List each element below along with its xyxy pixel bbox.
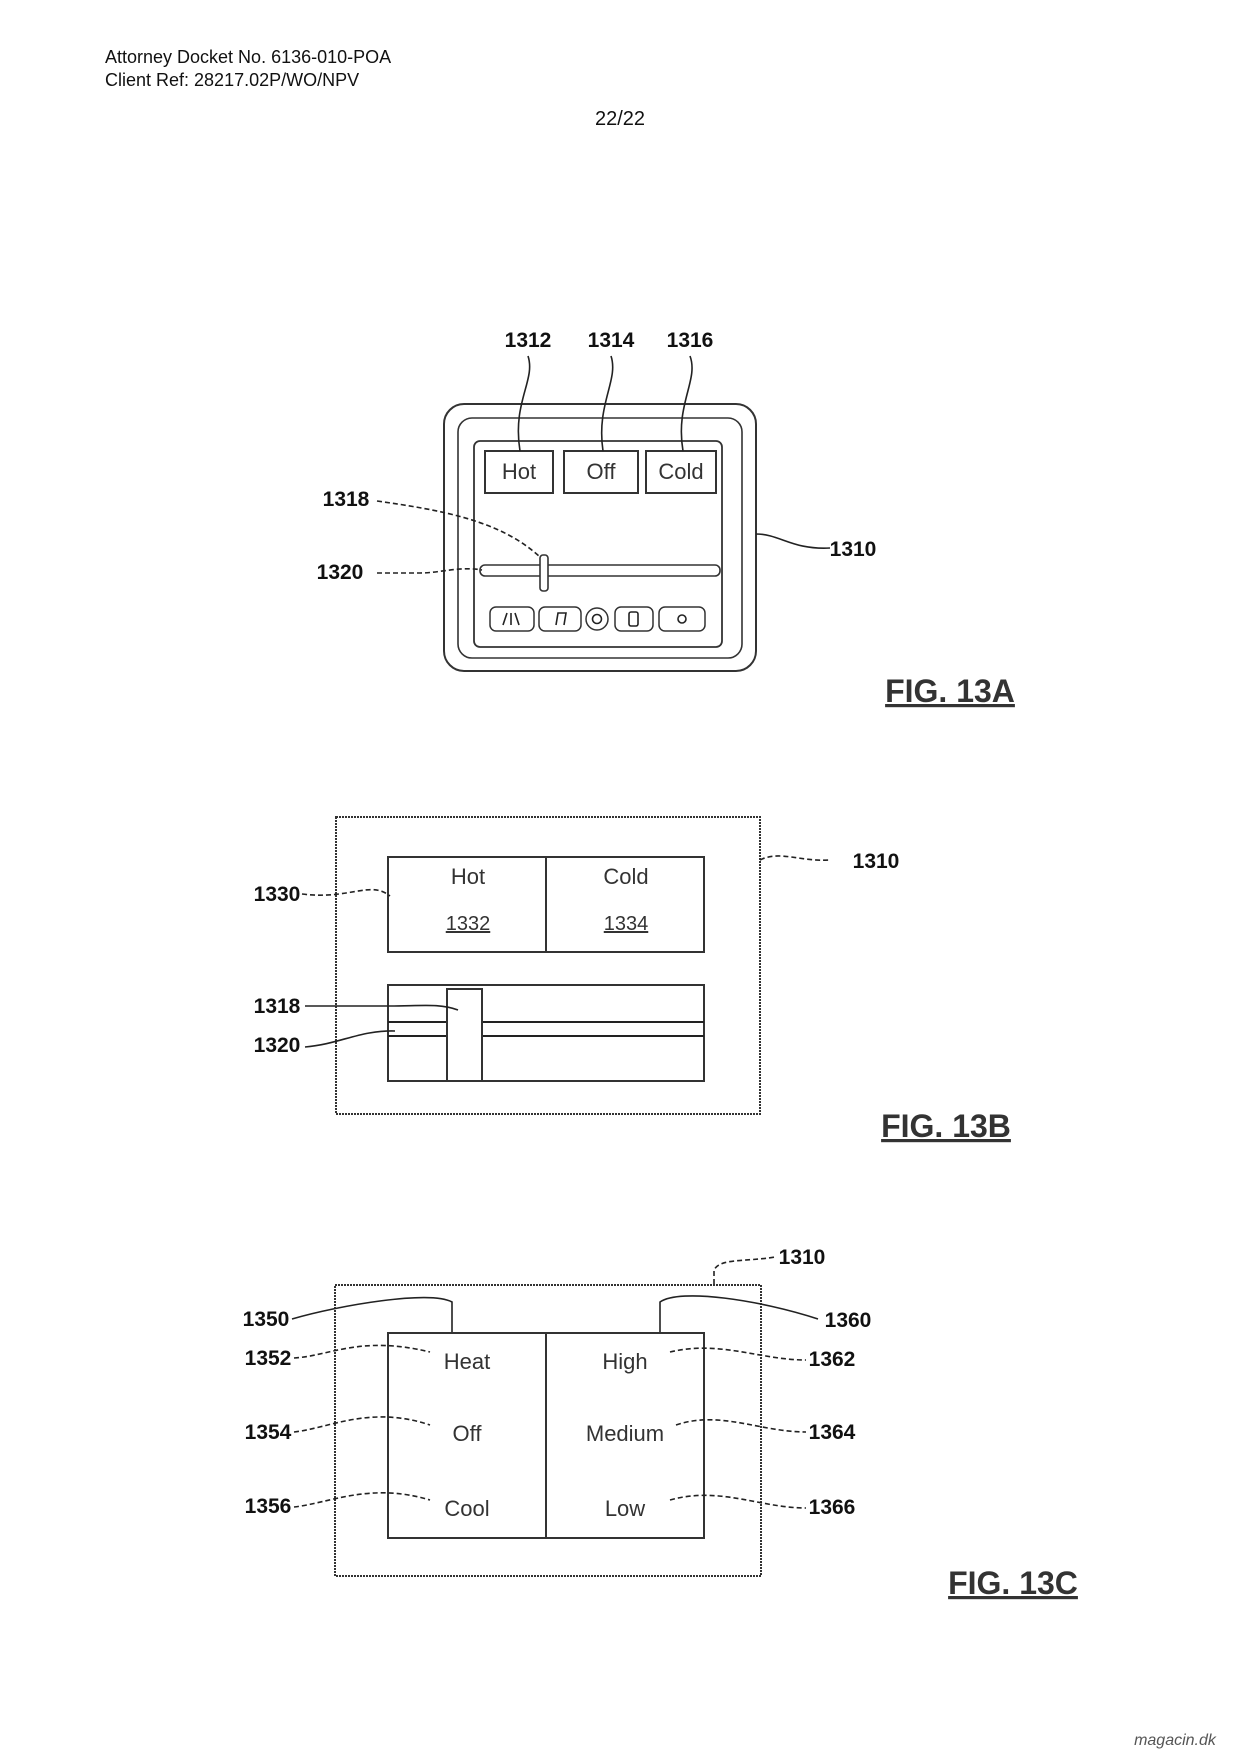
ref-1352: 1352 <box>245 1347 292 1370</box>
hot-button-label: Hot <box>451 864 485 889</box>
ref-1314: 1314 <box>588 329 635 352</box>
high-option[interactable]: High <box>602 1349 647 1374</box>
cold-button-label: Cold <box>658 459 703 484</box>
slider-thumb[interactable] <box>447 989 482 1081</box>
watermark: magacin.dk <box>1134 1732 1217 1749</box>
ref-1320: 1320 <box>254 1034 301 1057</box>
low-option[interactable]: Low <box>605 1496 645 1521</box>
fig-13c: Heat Off Cool High Medium Low 1310 1350 … <box>243 1246 1078 1601</box>
music-note-icon[interactable] <box>539 607 581 631</box>
ref-1318: 1318 <box>323 488 370 511</box>
ref-1360: 1360 <box>825 1309 872 1332</box>
ref-1316: 1316 <box>667 329 714 352</box>
temperature-slider-thumb[interactable] <box>540 555 548 591</box>
ref-1320: 1320 <box>317 561 364 584</box>
ref-1356: 1356 <box>245 1495 292 1518</box>
off-option[interactable]: Off <box>453 1421 483 1446</box>
figure-caption-13b: FIG. 13B <box>881 1108 1011 1144</box>
cold-button-ref: 1334 <box>604 913 649 935</box>
figure-caption-13c: FIG. 13C <box>948 1565 1078 1601</box>
slider-area <box>388 985 704 1081</box>
cold-button-label: Cold <box>603 864 648 889</box>
figure-caption-13a: FIG. 13A <box>885 673 1015 709</box>
cool-option[interactable]: Cool <box>444 1496 489 1521</box>
ref-1312: 1312 <box>505 329 552 352</box>
temperature-slider-track[interactable] <box>480 565 720 576</box>
ref-1310: 1310 <box>830 538 877 561</box>
leader-1310 <box>756 534 830 548</box>
ref-1350: 1350 <box>243 1308 290 1331</box>
hot-button-ref: 1332 <box>446 913 491 935</box>
ref-1310: 1310 <box>853 850 900 873</box>
ref-1362: 1362 <box>809 1348 856 1371</box>
fig-13a: Hot Off Cold 1312 1314 1316 1318 1320 13… <box>317 329 1015 709</box>
fig-13b: Hot 1332 Cold 1334 1330 1310 1318 1320 F… <box>254 817 1011 1144</box>
wiper-icon[interactable] <box>490 607 534 631</box>
medium-option[interactable]: Medium <box>586 1421 664 1446</box>
leader-1310 <box>760 856 830 860</box>
power-icon[interactable] <box>586 608 608 630</box>
ref-1310: 1310 <box>779 1246 826 1269</box>
off-button-label: Off <box>587 459 617 484</box>
ref-1364: 1364 <box>809 1421 856 1444</box>
ref-1318: 1318 <box>254 995 301 1018</box>
phone-icon[interactable] <box>615 607 653 631</box>
leader-1310 <box>714 1257 775 1284</box>
settings-icon[interactable] <box>659 607 705 631</box>
heat-option[interactable]: Heat <box>444 1349 490 1374</box>
ref-1366: 1366 <box>809 1496 856 1519</box>
hot-button-label: Hot <box>502 459 536 484</box>
ref-1354: 1354 <box>245 1421 292 1444</box>
nav-bar <box>490 607 705 631</box>
ref-1330: 1330 <box>254 883 301 906</box>
